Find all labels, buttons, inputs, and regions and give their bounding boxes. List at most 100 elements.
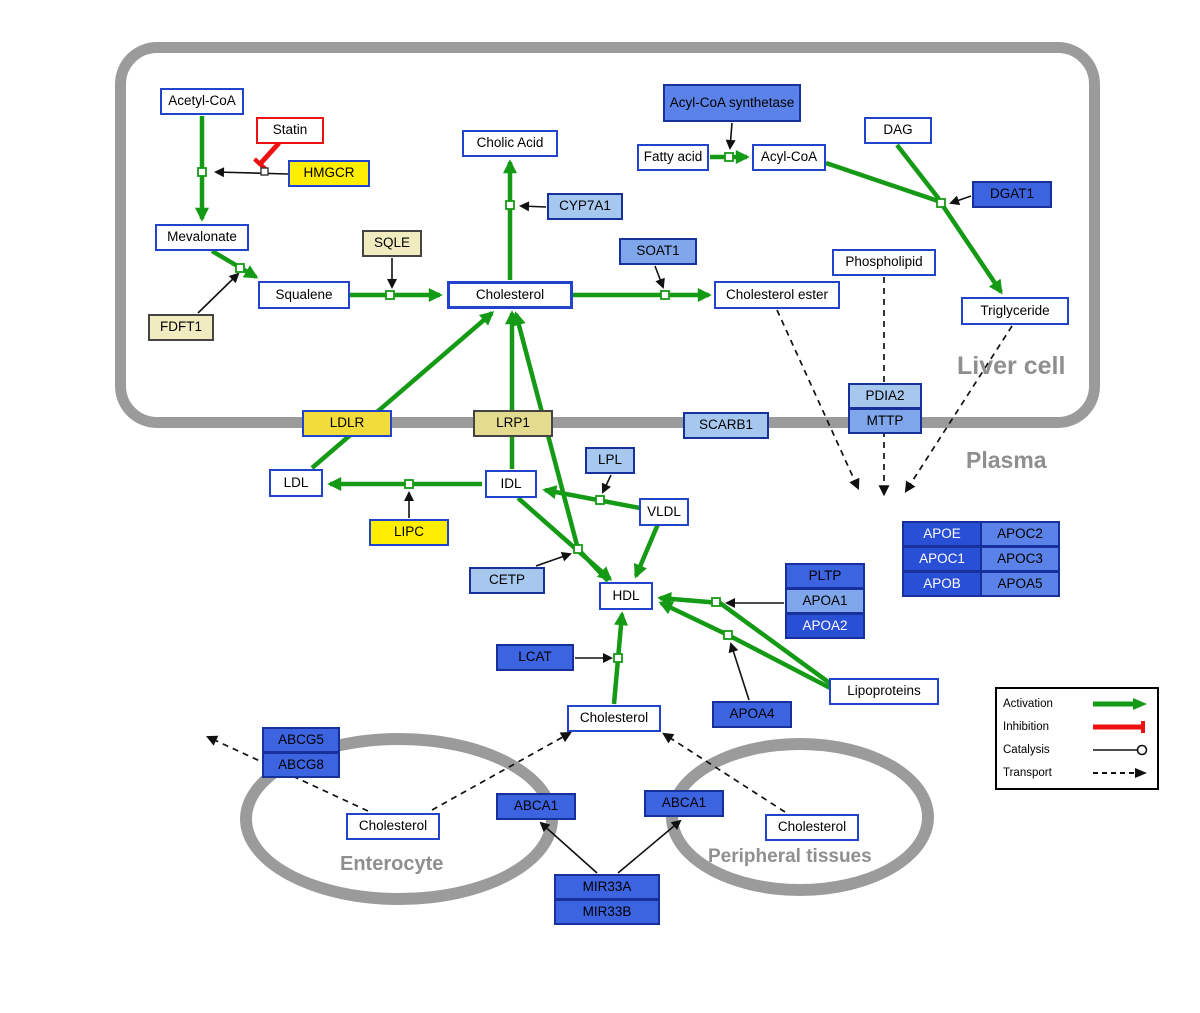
legend: Activation Inhibition Catalysis Transpor… bbox=[995, 687, 1159, 790]
node-cetp[interactable]: CETP bbox=[469, 567, 545, 594]
legend-row-transport: Transport bbox=[1003, 762, 1151, 784]
peripheral-tissues-label: Peripheral tissues bbox=[708, 846, 872, 867]
node-apoa2[interactable]: APOA2 bbox=[785, 613, 865, 639]
edge-mir33-abca1-enterocyte bbox=[539, 821, 598, 874]
node-apoa1[interactable]: APOA1 bbox=[785, 588, 865, 614]
edge-catalysis-cyp7a1 bbox=[519, 201, 547, 212]
node-ldl[interactable]: LDL bbox=[269, 469, 323, 497]
edge-activation-vldl-hdl bbox=[633, 523, 661, 579]
legend-row-activation: Activation bbox=[1003, 693, 1151, 715]
node-soat1[interactable]: SOAT1 bbox=[619, 238, 697, 265]
node-lipoproteins[interactable]: Lipoproteins bbox=[829, 678, 939, 705]
node-cholesterol-liver[interactable]: Cholesterol bbox=[447, 281, 573, 309]
node-apoa5[interactable]: APOA5 bbox=[980, 571, 1060, 597]
node-abca1-peripheral[interactable]: ABCA1 bbox=[644, 790, 724, 817]
inhibition-bar-icon bbox=[1093, 721, 1145, 734]
edge-activation-acylcoa-dgat1junction bbox=[825, 160, 939, 204]
node-acetyl-coa[interactable]: Acetyl-CoA bbox=[160, 88, 244, 115]
legend-activation-label: Activation bbox=[1003, 698, 1053, 711]
node-cholesterol-ester[interactable]: Cholesterol ester bbox=[714, 281, 840, 309]
node-phospholipid[interactable]: Phospholipid bbox=[832, 249, 936, 276]
node-acyl-coa[interactable]: Acyl-CoA bbox=[752, 144, 826, 171]
plasma-label: Plasma bbox=[966, 447, 1047, 473]
node-abcg5[interactable]: ABCG5 bbox=[262, 727, 340, 753]
reaction-node bbox=[711, 597, 721, 607]
edge-catalysis-hmgcr bbox=[214, 167, 289, 178]
node-fatty-acid[interactable]: Fatty acid bbox=[637, 144, 709, 171]
node-acyl-coa-synthetase[interactable]: Acyl-CoA synthetase bbox=[663, 84, 801, 122]
node-cholesterol-plasma[interactable]: Cholesterol bbox=[567, 705, 661, 732]
node-dag[interactable]: DAG bbox=[864, 117, 932, 144]
transport-dashed-arrow-icon bbox=[1093, 767, 1147, 778]
legend-catalysis-label: Catalysis bbox=[1003, 743, 1050, 756]
reaction-node bbox=[404, 479, 414, 489]
catalysis-circle-icon bbox=[1093, 744, 1148, 756]
node-mttp[interactable]: MTTP bbox=[848, 408, 922, 434]
reaction-node bbox=[723, 630, 733, 640]
node-apoa4[interactable]: APOA4 bbox=[712, 701, 792, 728]
node-idl[interactable]: IDL bbox=[485, 470, 537, 498]
node-scarb1[interactable]: SCARB1 bbox=[683, 412, 769, 439]
node-apoc1[interactable]: APOC1 bbox=[902, 546, 982, 572]
node-dgat1[interactable]: DGAT1 bbox=[972, 181, 1052, 208]
node-apoc2[interactable]: APOC2 bbox=[980, 521, 1060, 547]
reaction-node bbox=[235, 263, 245, 273]
node-lipc[interactable]: LIPC bbox=[369, 519, 449, 546]
node-abca1-enterocyte[interactable]: ABCA1 bbox=[496, 793, 576, 820]
legend-row-catalysis: Catalysis bbox=[1003, 739, 1151, 761]
edge-activation-mevalonate-squalene bbox=[210, 249, 259, 279]
node-mir33a[interactable]: MIR33A bbox=[554, 874, 660, 900]
liver-cell-label: Liver cell bbox=[957, 352, 1066, 380]
edge-catalysis-acylcoasynthetase bbox=[725, 122, 736, 150]
edge-activation-dag-dgat1junction bbox=[895, 143, 941, 201]
reaction-node bbox=[936, 198, 946, 208]
edge-catalysis-cetp bbox=[535, 551, 572, 567]
node-lcat[interactable]: LCAT bbox=[496, 644, 574, 671]
node-hmgcr[interactable]: HMGCR bbox=[288, 160, 370, 187]
node-cyp7a1[interactable]: CYP7A1 bbox=[547, 193, 623, 220]
node-apob[interactable]: APOB bbox=[902, 571, 982, 597]
node-vldl[interactable]: VLDL bbox=[639, 498, 689, 526]
edge-activation-junction-triglyceride bbox=[941, 204, 1003, 295]
reaction-node bbox=[595, 495, 605, 505]
node-pltp[interactable]: PLTP bbox=[785, 563, 865, 589]
node-fdft1[interactable]: FDFT1 bbox=[148, 314, 214, 341]
edge-catalysis-dgat1 bbox=[949, 195, 972, 206]
node-apoe[interactable]: APOE bbox=[902, 521, 982, 547]
edge-catalysis-soat1 bbox=[654, 265, 665, 289]
edge-catalysis-lpl bbox=[601, 474, 612, 494]
reaction-node bbox=[724, 152, 734, 162]
node-lrp1[interactable]: LRP1 bbox=[473, 410, 553, 437]
reaction-node bbox=[613, 653, 623, 663]
edge-catalysis-fdft1 bbox=[197, 272, 240, 314]
node-hdl[interactable]: HDL bbox=[599, 582, 653, 610]
reaction-node bbox=[573, 544, 583, 554]
node-mir33b[interactable]: MIR33B bbox=[554, 899, 660, 925]
node-ldlr[interactable]: LDLR bbox=[302, 410, 392, 437]
edge-transport-peripheralcholesterol-plasmacholesterol bbox=[662, 732, 786, 813]
node-mevalonate[interactable]: Mevalonate bbox=[155, 224, 249, 251]
node-abcg8[interactable]: ABCG8 bbox=[262, 752, 340, 778]
edge-activation-idl-hdl bbox=[516, 496, 613, 581]
node-sqle[interactable]: SQLE bbox=[362, 230, 422, 257]
legend-inhibition-label: Inhibition bbox=[1003, 721, 1050, 734]
node-statin[interactable]: Statin bbox=[256, 117, 324, 144]
edge-transport-enterocytecholesterol-plasmacholesterol bbox=[431, 731, 572, 811]
liver-cell-membrane bbox=[115, 42, 1100, 428]
activation-arrow-icon bbox=[1093, 698, 1147, 711]
node-squalene[interactable]: Squalene bbox=[258, 281, 350, 309]
node-pdia2[interactable]: PDIA2 bbox=[848, 383, 922, 409]
enterocyte-label: Enterocyte bbox=[340, 853, 444, 875]
node-cholic-acid[interactable]: Cholic Acid bbox=[462, 130, 558, 157]
reaction-node bbox=[197, 167, 207, 177]
edge-catalysis-apoa4 bbox=[728, 642, 750, 701]
node-cholesterol-enterocyte[interactable]: Cholesterol bbox=[346, 813, 440, 840]
node-lpl[interactable]: LPL bbox=[585, 447, 635, 474]
reaction-node bbox=[505, 200, 515, 210]
node-cholesterol-peripheral[interactable]: Cholesterol bbox=[765, 814, 859, 841]
node-apoc3[interactable]: APOC3 bbox=[980, 546, 1060, 572]
catalysis-node bbox=[260, 167, 269, 176]
node-triglyceride[interactable]: Triglyceride bbox=[961, 297, 1069, 325]
